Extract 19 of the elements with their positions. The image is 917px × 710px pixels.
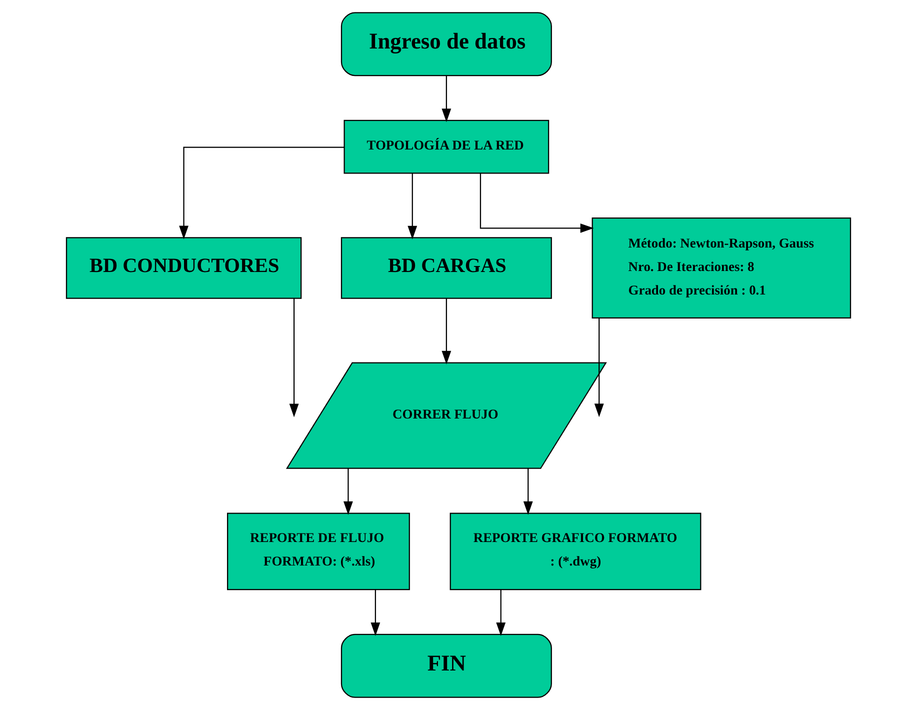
arrow xyxy=(370,590,380,636)
arrow xyxy=(408,173,418,240)
arrow xyxy=(480,173,594,233)
node-box: FIN xyxy=(340,634,552,698)
arrow xyxy=(523,468,533,515)
arrow xyxy=(496,590,506,636)
arrow xyxy=(289,298,299,418)
node-box: REPORTE DE FLUJO FORMATO: (*.xls) xyxy=(227,512,410,590)
node-box: REPORTE GRAFICO FORMATO : (*.dwg) xyxy=(450,512,702,590)
node-box: Ingreso de datos xyxy=(340,12,552,76)
node-box: BD CARGAS xyxy=(340,237,552,299)
node-box: BD CONDUCTORES xyxy=(66,237,302,299)
arrow xyxy=(442,76,452,122)
arrow xyxy=(594,318,604,418)
arrow xyxy=(442,298,452,364)
node-box: TOPOLOGÍA DE LA RED xyxy=(344,120,550,174)
arrow xyxy=(343,468,353,515)
arrow xyxy=(179,146,344,240)
node-box: Método: Newton-Rapson, Gauss Nro. De Iteraciones: 8 Grado de precisión : 0.1 xyxy=(592,218,852,319)
